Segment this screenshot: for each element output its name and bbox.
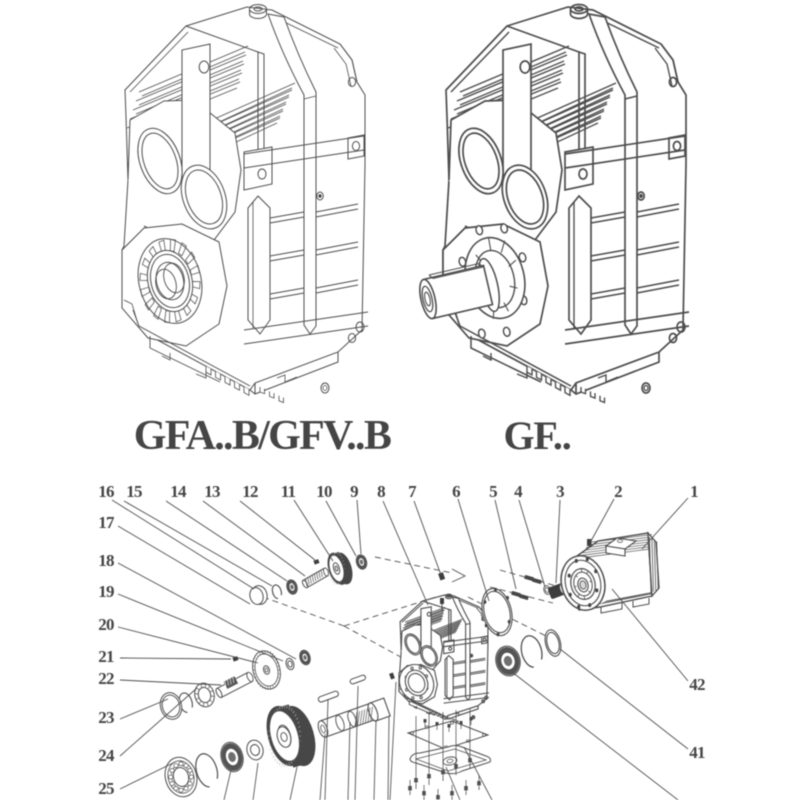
svg-text:4: 4 xyxy=(514,482,523,501)
svg-text:GFA..B/GFV..B: GFA..B/GFV..B xyxy=(134,413,391,459)
svg-text:GF..: GF.. xyxy=(503,413,570,458)
svg-text:15: 15 xyxy=(126,482,142,501)
svg-text:41: 41 xyxy=(689,743,705,762)
svg-text:3: 3 xyxy=(556,482,564,501)
svg-text:21: 21 xyxy=(98,647,114,666)
svg-text:6: 6 xyxy=(452,482,460,501)
svg-text:1: 1 xyxy=(690,482,698,501)
svg-text:9: 9 xyxy=(350,482,358,501)
svg-text:19: 19 xyxy=(98,582,114,601)
svg-text:24: 24 xyxy=(98,746,115,765)
svg-text:10: 10 xyxy=(316,482,332,501)
svg-text:12: 12 xyxy=(242,482,258,501)
svg-text:14: 14 xyxy=(170,482,187,501)
svg-text:22: 22 xyxy=(98,669,114,688)
svg-text:42: 42 xyxy=(689,675,705,694)
svg-text:20: 20 xyxy=(98,615,114,634)
svg-text:11: 11 xyxy=(281,482,296,501)
svg-text:18: 18 xyxy=(98,551,114,570)
svg-text:7: 7 xyxy=(408,482,417,501)
svg-text:23: 23 xyxy=(98,708,114,727)
svg-text:16: 16 xyxy=(98,482,114,501)
svg-text:25: 25 xyxy=(98,779,114,798)
svg-text:8: 8 xyxy=(377,482,385,501)
svg-text:2: 2 xyxy=(614,482,622,501)
svg-text:13: 13 xyxy=(204,482,220,501)
svg-text:5: 5 xyxy=(489,482,497,501)
svg-text:17: 17 xyxy=(98,513,115,532)
